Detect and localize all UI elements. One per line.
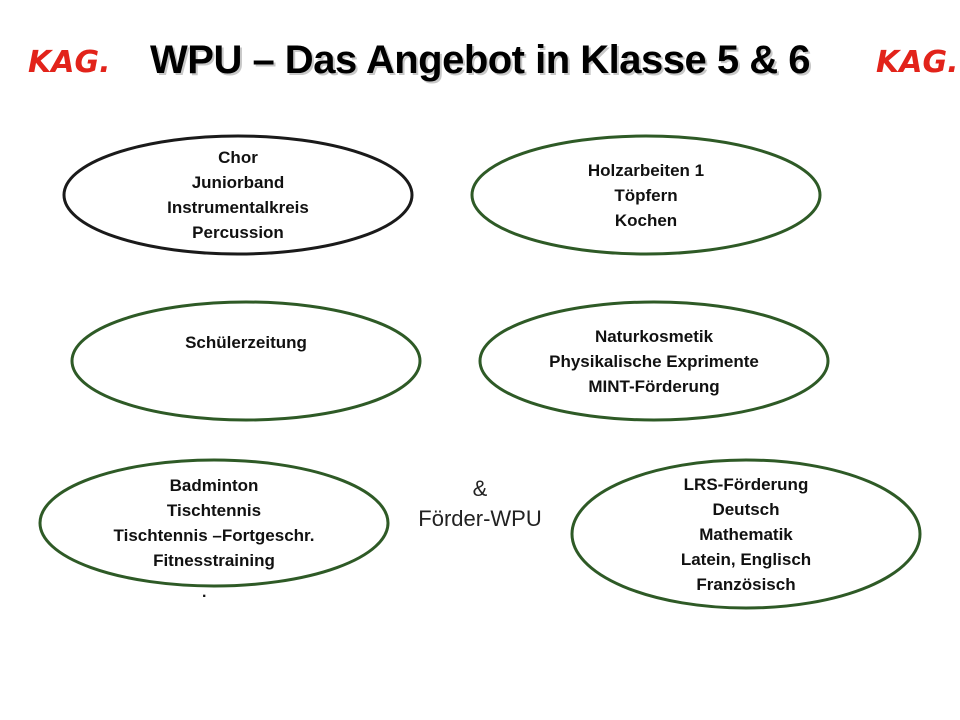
oval-sports-text: Badminton Tischtennis Tischtennis –Fortg… <box>38 458 390 588</box>
oval-line: Instrumentalkreis <box>167 198 309 217</box>
oval-line: Töpfern <box>614 185 678 205</box>
oval-line: Naturkosmetik <box>594 326 714 346</box>
oval-line: Badminton <box>169 476 259 495</box>
page-title: WPU – Das Angebot in Klasse 5 & 6 WPU – … <box>0 38 960 84</box>
oval-music: Chor Juniorband Instrumentalkreis Percus… <box>62 134 414 256</box>
oval-line: Deutsch <box>712 499 780 519</box>
oval-sports: Badminton Tischtennis Tischtennis –Fortg… <box>38 458 390 588</box>
title-text: WPU – Das Angebot in Klasse 5 & 6 <box>150 38 810 82</box>
oval-line: Physikalische Exprimente <box>549 351 759 371</box>
foerder-wpu-label: & Förder-WPU <box>395 474 565 534</box>
oval-line: Chor <box>218 148 258 167</box>
stray-dot: . <box>202 584 207 601</box>
oval-line: Percussion <box>192 223 284 242</box>
oval-music-text: Chor Juniorband Instrumentalkreis Percus… <box>62 134 414 256</box>
title-shadow: WPU – Das Angebot in Klasse 5 & 6 <box>152 40 812 84</box>
oval-support: LRS-Förderung Deutsch Mathematik Latein,… <box>570 458 922 610</box>
oval-line: Holzarbeiten 1 <box>587 160 705 180</box>
foerder-wpu-text: Förder-WPU <box>418 506 542 531</box>
oval-crafts-text: Holzarbeiten 1 Töpfern Kochen <box>470 134 822 256</box>
oval-line: Französisch <box>696 574 796 594</box>
oval-line: Latein, Englisch <box>680 549 812 569</box>
oval-line: MINT-Förderung <box>588 376 720 396</box>
oval-science-text: Naturkosmetik Physikalische Exprimente M… <box>478 300 830 422</box>
kag-logo-right: KAG. <box>876 38 959 84</box>
oval-science: Naturkosmetik Physikalische Exprimente M… <box>478 300 830 422</box>
oval-line: Schülerzeitung <box>185 333 307 352</box>
oval-newspaper: Schülerzeitung <box>70 300 422 422</box>
oval-line: Mathematik <box>699 524 793 544</box>
oval-crafts: Holzarbeiten 1 Töpfern Kochen <box>470 134 822 256</box>
oval-line: Juniorband <box>191 173 285 192</box>
oval-line: Tischtennis <box>166 501 262 520</box>
oval-support-text: LRS-Förderung Deutsch Mathematik Latein,… <box>570 458 922 610</box>
oval-line: Fitnesstraining <box>153 551 275 570</box>
ampersand: & <box>472 476 488 501</box>
oval-line: Kochen <box>614 210 678 230</box>
oval-line: LRS-Förderung <box>683 474 809 494</box>
kag-logo-right-text: KAG. <box>876 45 959 80</box>
kag-logo-left-text: KAG. <box>28 45 111 80</box>
oval-line: Tischtennis –Fortgeschr. <box>113 526 315 545</box>
kag-logo-left: KAG. <box>28 38 111 84</box>
oval-newspaper-text: Schülerzeitung <box>70 300 422 422</box>
